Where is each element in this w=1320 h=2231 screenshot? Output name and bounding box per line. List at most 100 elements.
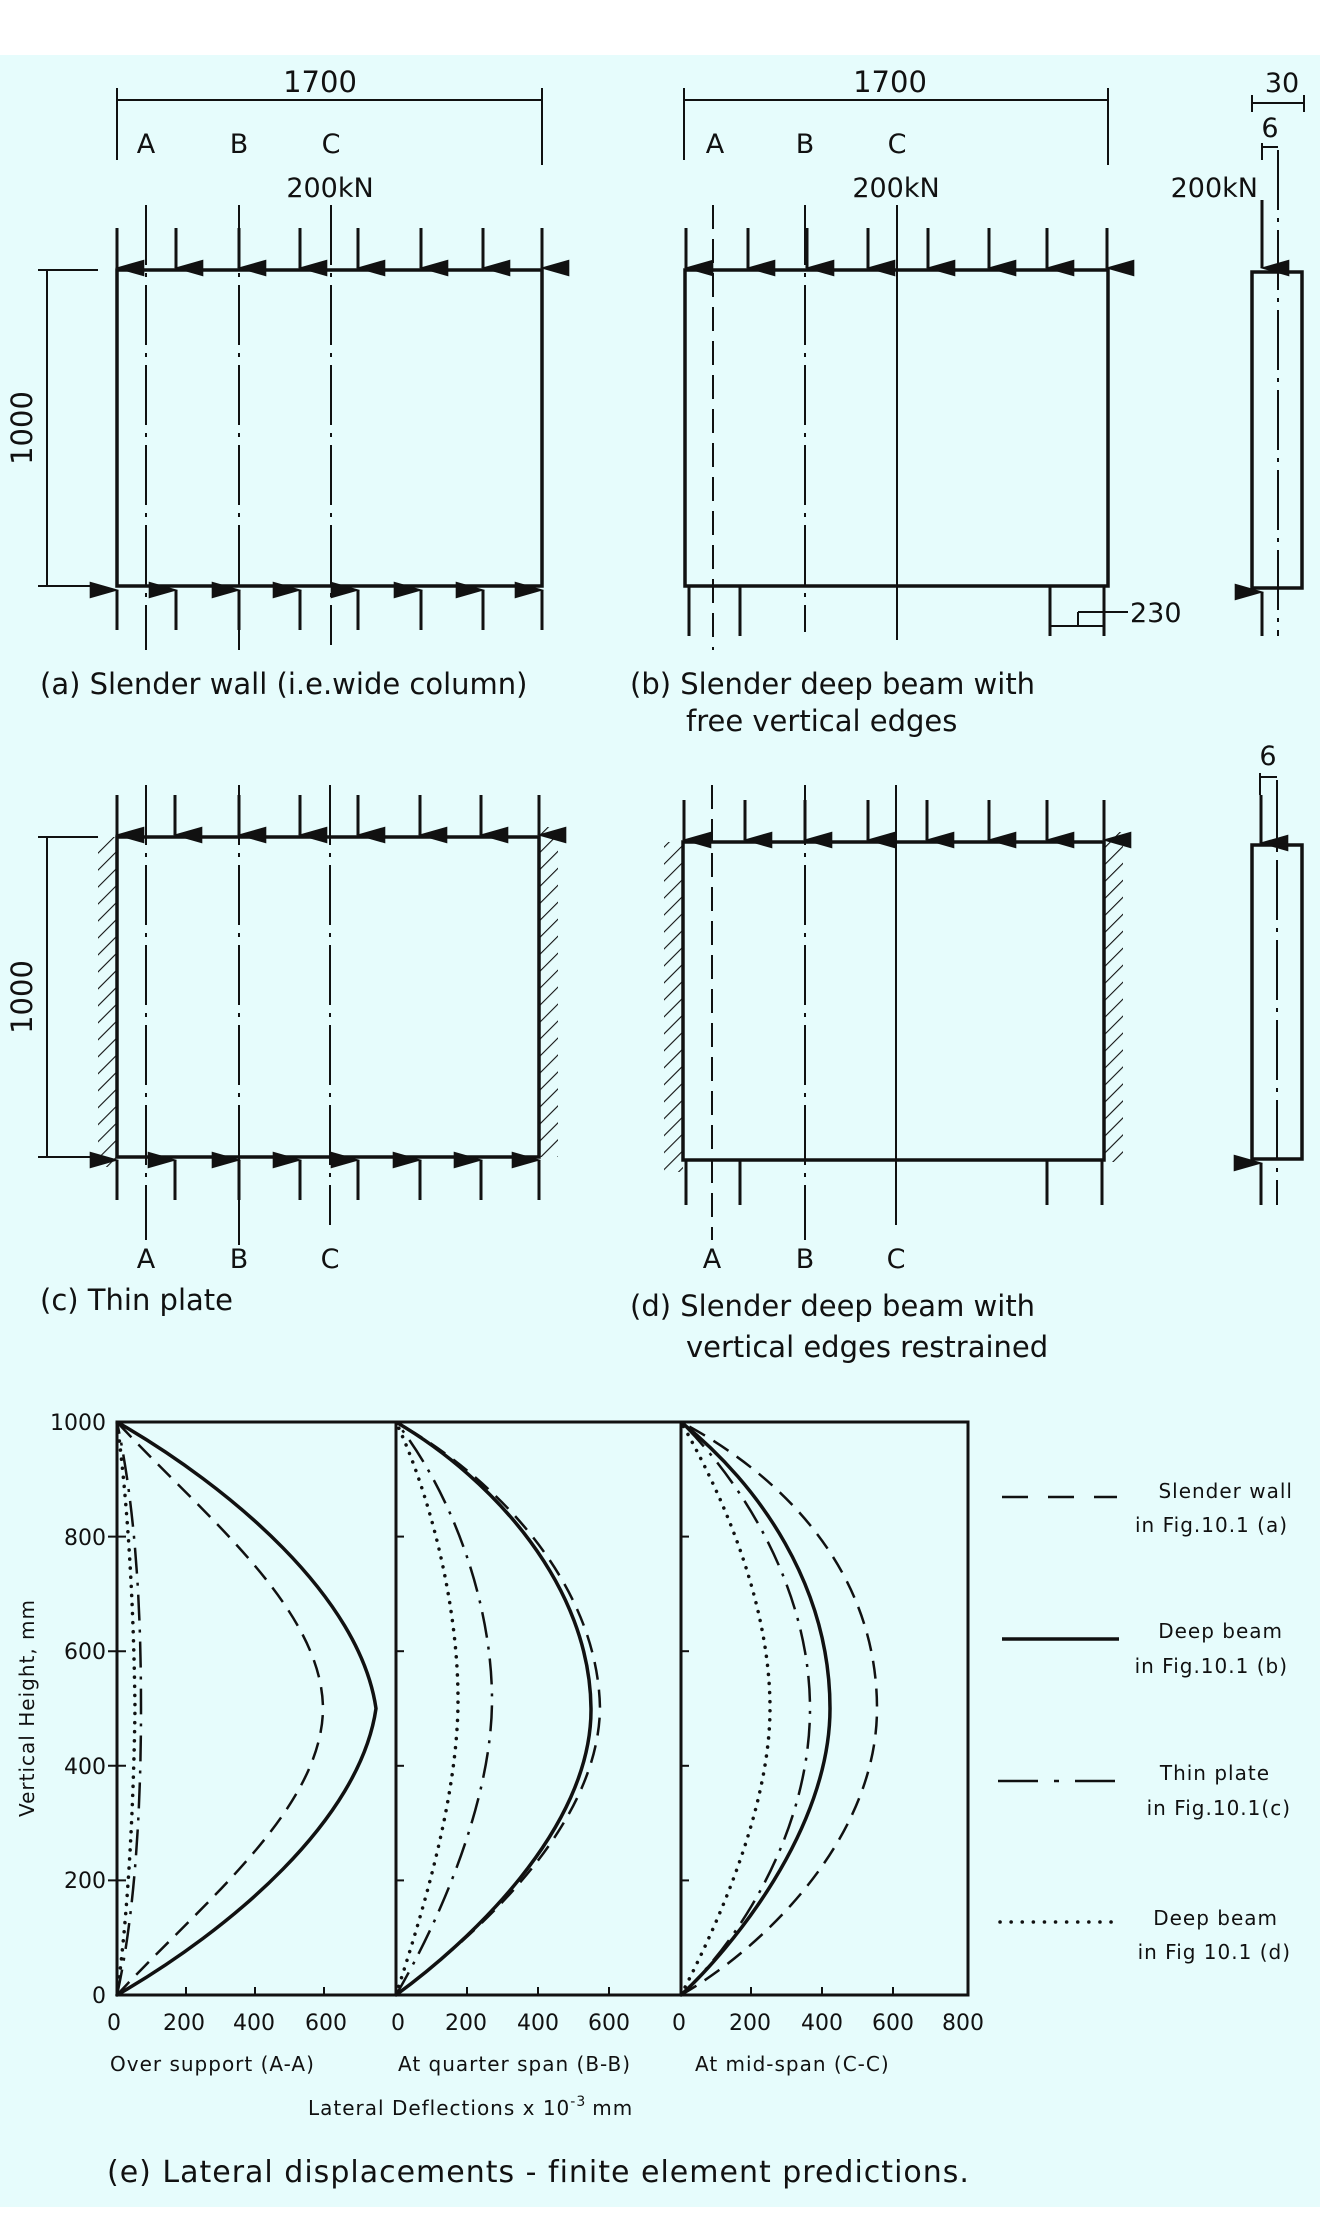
xtick-b-400: 400	[517, 2011, 559, 2036]
xtick-a-0: 0	[107, 2011, 121, 2036]
legend-label-line1: Slender wall	[1158, 1479, 1293, 1503]
section-label-b: B	[230, 1244, 249, 1275]
section-label-a: A	[706, 129, 725, 160]
curve-slender-wall	[116, 1421, 325, 1996]
legend-label-line2: in Fig.10.1 (b)	[1135, 1654, 1288, 1678]
section-label-c: C	[887, 1244, 906, 1275]
section-label-a: A	[137, 1244, 156, 1275]
side-view-bottom: 6	[1233, 741, 1304, 1205]
x-axis-label-exponent: -3	[570, 2094, 586, 2110]
curves-quarter-span	[394, 1420, 602, 1997]
support-posts	[684, 1160, 1104, 1205]
section-label-c: C	[321, 1244, 340, 1275]
eccentricity-dimension-label: 6	[1261, 113, 1278, 144]
section-label-b: B	[796, 1244, 815, 1275]
xtick-b-0: 0	[391, 2011, 405, 2036]
beam-outline	[681, 840, 1106, 1162]
section-label-b: B	[230, 129, 249, 160]
subplot-title-b: At quarter span (B-B)	[398, 2052, 631, 2076]
subplot-frame-c	[679, 1420, 970, 1997]
section-label-c: C	[888, 129, 907, 160]
curves-mid-span	[679, 1420, 879, 1997]
ytick-1000: 1000	[50, 1411, 106, 1436]
xtick-c-600: 600	[872, 2011, 914, 2036]
x-axis-label-unit: mm	[592, 2096, 633, 2120]
legend-item-thin-plate: Thin plate in Fig.10.1(c)	[998, 1761, 1291, 1820]
curve-slender-wall	[680, 1420, 879, 1997]
y-axis: 0 200 400 600 800 1000 Vertical Height, …	[15, 1411, 689, 2009]
height-dimension-label: 1000	[5, 391, 39, 465]
panel-c-caption: (c) Thin plate	[40, 1283, 233, 1317]
ytick-0: 0	[92, 1984, 106, 2009]
x-axis: 0 200 400 600 0 200 400 600 0 200 400 60…	[107, 1987, 984, 2120]
legend-item-slender-wall: Slender wall in Fig.10.1 (a)	[1002, 1479, 1293, 1537]
section-label-a: A	[137, 129, 156, 160]
subplot-title-c: At mid-span (C-C)	[695, 2052, 890, 2076]
top-load-arrows	[683, 228, 1135, 277]
eccentricity-dimension-label: 6	[1259, 741, 1276, 772]
wall-outline	[115, 268, 544, 588]
curve-thin-plate	[394, 1421, 494, 1996]
panel-b-caption-line1: (b) Slender deep beam with	[630, 667, 1035, 701]
bottom-reaction-arrows	[89, 1151, 542, 1200]
xtick-c-200: 200	[729, 2011, 771, 2036]
xtick-c-800: 800	[942, 2011, 984, 2036]
panel-b-caption-line2: free vertical edges	[686, 704, 957, 738]
plate-outline	[115, 835, 541, 1159]
curve-deep-beam-restrained	[115, 1420, 137, 1997]
section-label-b: B	[796, 129, 815, 160]
panel-b-deep-beam-free-edges: 1700 A B C 200kN 230 (b)	[630, 65, 1182, 738]
xtick-b-600: 600	[588, 2011, 630, 2036]
curve-deep-beam-restrained	[679, 1420, 772, 1997]
ytick-200: 200	[64, 1869, 106, 1894]
legend-label-line2: in Fig.10.1 (a)	[1135, 1513, 1288, 1537]
legend-item-deep-beam-restrained: Deep beam in Fig 10.1 (d)	[998, 1906, 1290, 1964]
legend-item-deep-beam-free: Deep beam in Fig.10.1 (b)	[1002, 1619, 1288, 1678]
legend-label-line1: Deep beam	[1158, 1619, 1283, 1643]
bottom-reaction-arrows	[89, 581, 545, 630]
support-posts	[687, 586, 1128, 636]
left-restraint-hatch	[98, 837, 117, 1167]
span-dimension-label: 1700	[853, 65, 927, 99]
legend-label-line1: Deep beam	[1153, 1906, 1278, 1930]
curves-over-support	[115, 1420, 378, 1997]
height-dimension-label: 1000	[5, 960, 39, 1034]
xtick-c-400: 400	[801, 2011, 843, 2036]
top-load-arrows	[681, 800, 1132, 849]
section-label-a: A	[703, 1244, 722, 1275]
panel-d-deep-beam-restrained: A B C (d) Slender deep beam with vertica…	[630, 785, 1132, 1364]
curve-deep-beam-free	[394, 1420, 593, 1997]
left-restraint-hatch	[664, 842, 683, 1172]
side-view-top: 30 6 200kN	[1171, 68, 1305, 636]
curve-thin-plate	[680, 1421, 812, 1996]
section-label-c: C	[322, 129, 341, 160]
panel-d-caption-line1: (d) Slender deep beam with	[630, 1289, 1035, 1323]
ytick-800: 800	[64, 1526, 106, 1551]
curve-deep-beam-free	[116, 1420, 378, 1997]
x-axis-label-main: Lateral Deflections x 10	[308, 2096, 570, 2120]
panel-d-caption-line2: vertical edges restrained	[686, 1330, 1048, 1364]
xtick-b-200: 200	[445, 2011, 487, 2036]
thickness-dimension-label: 30	[1265, 68, 1299, 99]
subplot-frame-a	[115, 1420, 398, 1997]
xtick-c-0: 0	[672, 2011, 686, 2036]
load-label: 200kN	[852, 173, 939, 204]
xtick-a-600: 600	[305, 2011, 347, 2036]
chart-caption: (e) Lateral displacements - finite eleme…	[107, 2155, 970, 2190]
x-axis-label: Lateral Deflections x 10-3 mm	[308, 2094, 633, 2120]
chart-legend: Slender wall in Fig.10.1 (a) Deep beam i…	[998, 1479, 1293, 1964]
curve-deep-beam-restrained	[394, 1420, 460, 1997]
curve-thin-plate	[115, 1421, 143, 1996]
panel-c-thin-plate: 1000 A B C (c) Thin pl	[5, 785, 567, 1317]
right-restraint-hatch	[1104, 832, 1123, 1162]
deflection-chart: 0 200 400 600 800 1000 Vertical Height, …	[15, 1411, 1293, 2190]
xtick-a-400: 400	[233, 2011, 275, 2036]
top-load-arrows	[114, 228, 570, 277]
legend-label-line2: in Fig.10.1(c)	[1147, 1796, 1291, 1820]
y-axis-label: Vertical Height, mm	[15, 1599, 39, 1817]
span-dimension-label: 1700	[283, 65, 357, 99]
curve-deep-beam-free	[679, 1420, 832, 1997]
xtick-a-200: 200	[163, 2011, 205, 2036]
curve-slender-wall	[395, 1420, 602, 1997]
